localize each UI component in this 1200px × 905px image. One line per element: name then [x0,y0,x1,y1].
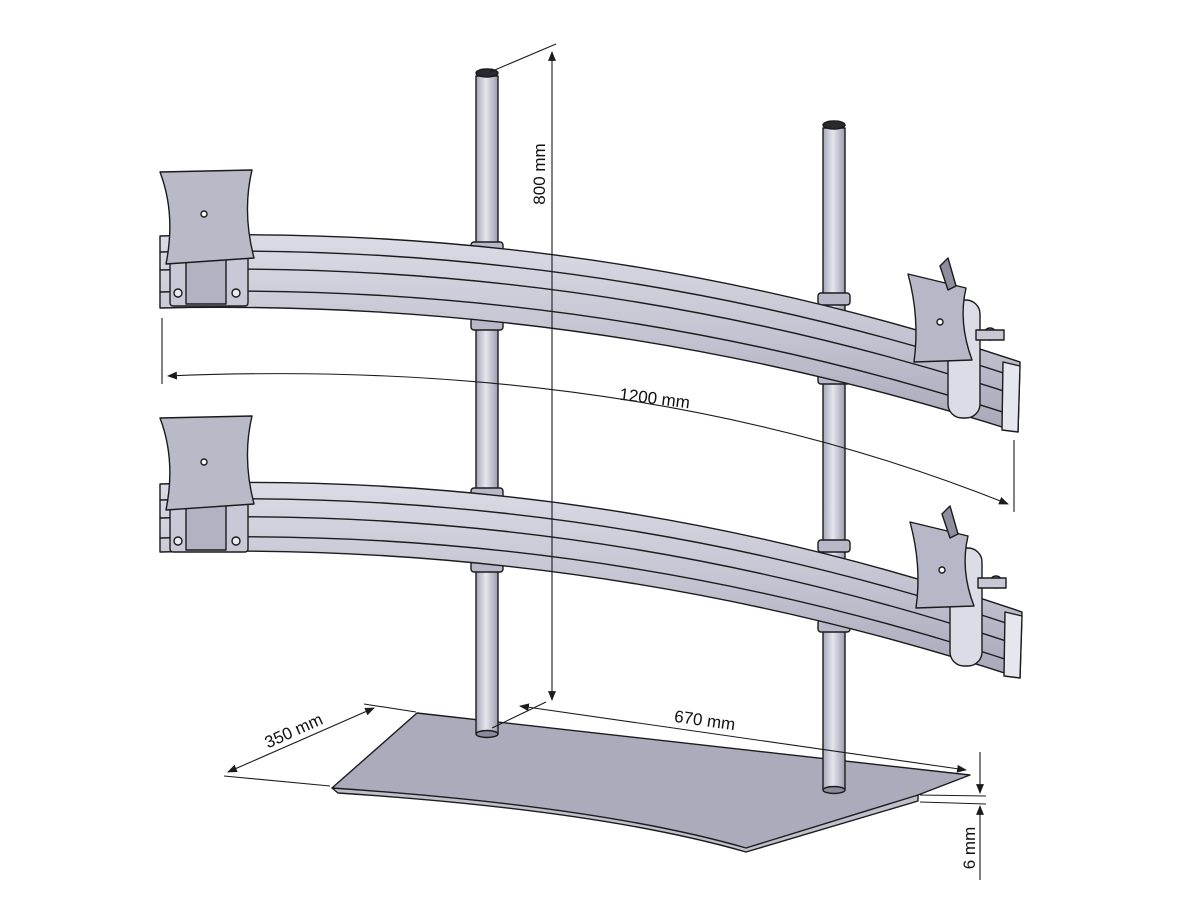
dimension-height-label: 800 mm [530,143,549,204]
dimension-base-thickness-label: 6 mm [960,827,979,870]
upper-arm [159,234,1021,433]
dimension-base-depth-label: 350 mm [262,710,326,752]
base-plate [331,712,971,853]
dimension-base-thickness: 6 mm [919,752,987,880]
lower-arm [159,481,1023,679]
dimension-pole-spacing-label: 670 mm [673,707,736,734]
left-pole [470,68,504,739]
vesa-mount-upper-left [159,169,255,307]
dimension-height: 800 mm [489,43,557,701]
vesa-mount-lower-right [909,505,1007,667]
right-pole [817,120,851,795]
dimension-width-label: 1200 mm [618,385,691,412]
vesa-mount-lower-left [159,415,255,553]
